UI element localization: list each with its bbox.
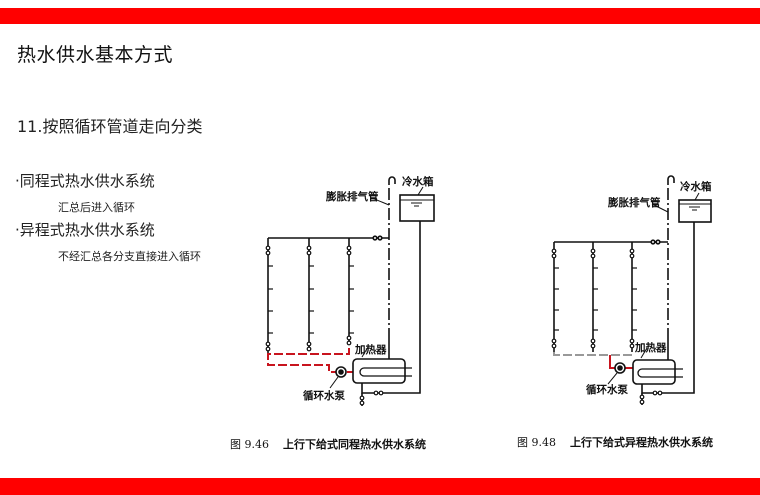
slide-title: 热水供水基本方式 [17, 44, 174, 66]
label-heater-left: 加热器 [354, 343, 387, 356]
label-heater-right: 加热器 [634, 341, 667, 354]
figure-caption-text: 上行下给式同程热水供水系统 [283, 438, 426, 451]
bullet-same-course: ·同程式热水供水系统 [15, 172, 155, 190]
bullet-note-same-course: 汇总后进入循环 [58, 201, 135, 214]
label-tank-left: 冷水箱 [402, 175, 434, 188]
label-pump-right: 循环水泵 [586, 383, 628, 396]
figure-number: 图 9.46 [230, 438, 269, 451]
bullet-note-different-course: 不经汇总各分支直接进入循环 [58, 250, 201, 263]
label-vent-right: 膨胀排气管 [608, 196, 661, 209]
bottom-accent-bar [0, 478, 760, 495]
top-accent-bar [0, 8, 760, 24]
figure-number: 图 9.48 [517, 436, 556, 449]
label-vent-left: 膨胀排气管 [326, 190, 379, 203]
label-tank-right: 冷水箱 [680, 180, 712, 193]
figure-caption-text: 上行下给式异程热水供水系统 [570, 436, 713, 449]
slide-subtitle: 11.按照循环管道走向分类 [17, 117, 203, 136]
diagram-same-course [265, 176, 435, 406]
bullet-different-course: ·异程式热水供水系统 [15, 221, 155, 239]
figure-caption-same-course: 图 9.46 上行下给式同程热水供水系统 [230, 436, 426, 452]
label-pump-left: 循环水泵 [303, 389, 345, 402]
figure-caption-different-course: 图 9.48 上行下给式异程热水供水系统 [517, 434, 713, 450]
diagram-different-course [551, 175, 712, 405]
